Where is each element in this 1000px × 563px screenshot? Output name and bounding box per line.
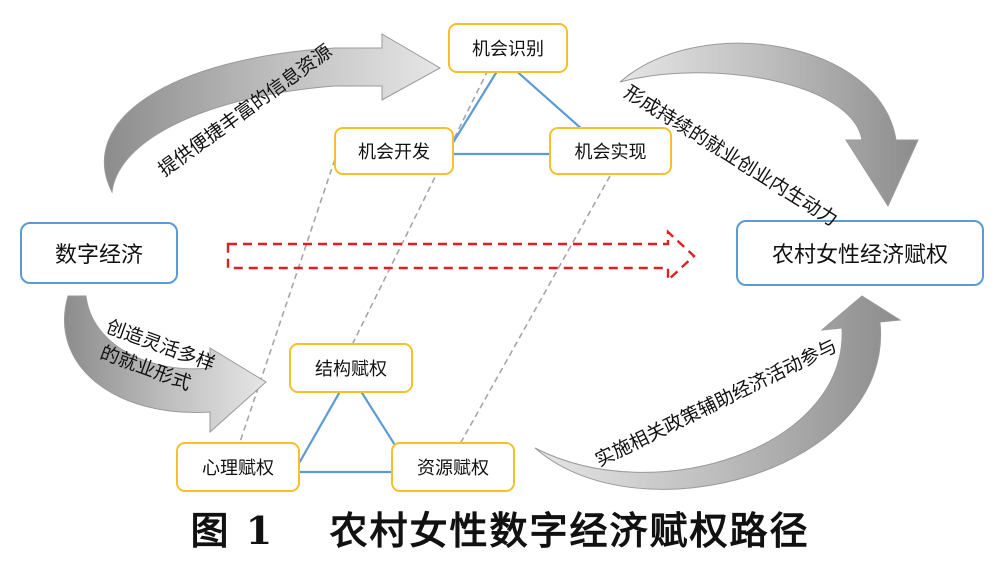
curve-arrow-top-left <box>103 33 442 194</box>
figure-caption: 图 1 农村女性数字经济赋权路径 <box>190 508 810 553</box>
dashed-connectors <box>239 69 611 445</box>
node-opportunity-identification: 机会识别 <box>448 23 568 73</box>
curve-arrow-top-right <box>619 42 919 208</box>
curve-arrow-bottom-left <box>64 295 267 434</box>
connector-identification-structural <box>351 69 489 346</box>
connector-development-psychological <box>239 149 339 443</box>
node-digital-economy: 数字经济 <box>20 222 178 284</box>
empowerment-triangle <box>292 371 414 474</box>
node-psychological-empowerment: 心理赋权 <box>176 442 300 492</box>
node-rural-women-empowerment: 农村女性经济赋权 <box>736 220 984 286</box>
curve-arrow-bottom-right <box>534 295 902 490</box>
node-opportunity-realization: 机会实现 <box>549 127 672 175</box>
main-dashed-arrow <box>226 229 696 283</box>
node-opportunity-development: 机会开发 <box>334 127 454 175</box>
node-resource-empowerment: 资源赋权 <box>391 442 515 492</box>
opportunity-triangle <box>444 58 613 156</box>
connector-realization-resource <box>459 175 611 445</box>
node-structural-empowerment: 结构赋权 <box>289 343 413 393</box>
